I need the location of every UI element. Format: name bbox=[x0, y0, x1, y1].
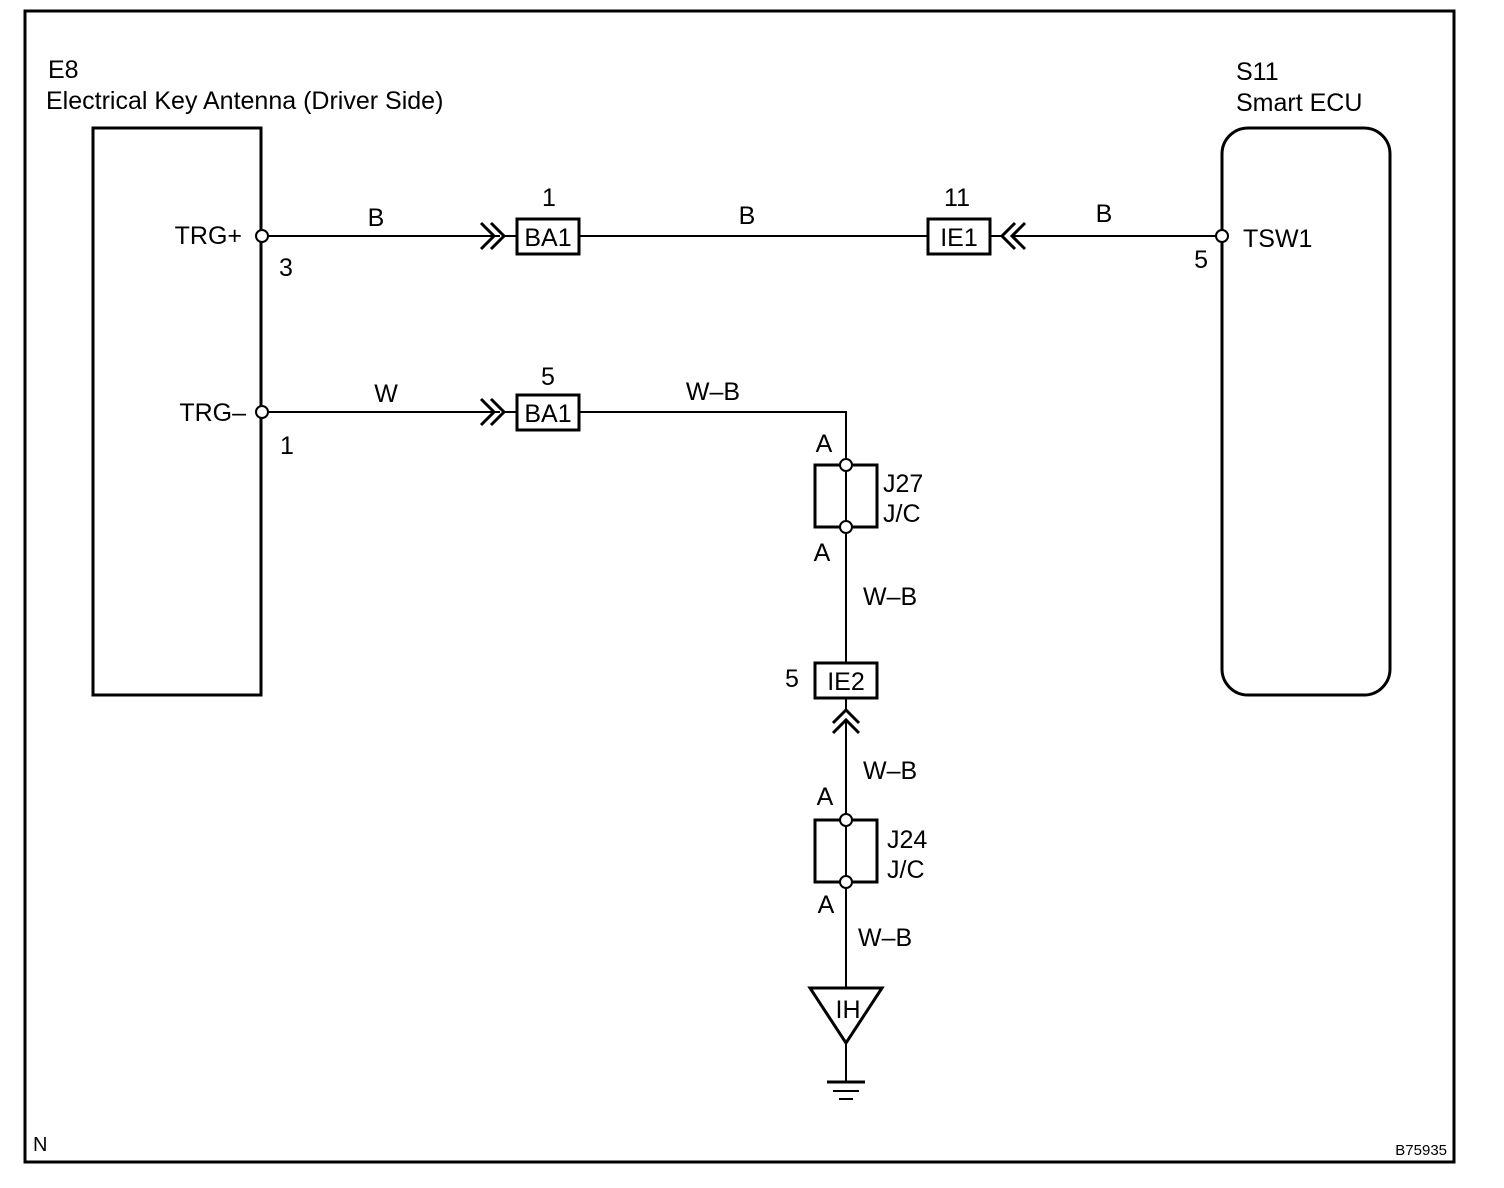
bottom-wire-segment-2 bbox=[579, 411, 847, 465]
vertical-wire-color-3: W–B bbox=[858, 924, 912, 952]
right-component-name: Smart ECU bbox=[1236, 89, 1362, 117]
pin-trg-plus bbox=[255, 229, 269, 243]
junction-j24-bottom-label: A bbox=[818, 891, 835, 919]
pin-tsw1-number: 5 bbox=[1194, 246, 1208, 274]
connector-ba1-top-pin: 1 bbox=[542, 184, 556, 212]
junction-j24-type: J/C bbox=[887, 856, 925, 884]
junction-j27-pin-bottom bbox=[839, 520, 853, 534]
figure-id: B75935 bbox=[1395, 1142, 1447, 1159]
pin-tsw1 bbox=[1215, 229, 1229, 243]
connector-ba1-bottom bbox=[515, 393, 581, 432]
vertical-wire-color-1: W–B bbox=[863, 583, 917, 611]
connector-ba1-bottom-pin: 5 bbox=[541, 363, 555, 391]
vertical-wire-color-2: W–B bbox=[863, 757, 917, 785]
junction-j27-bottom-label: A bbox=[814, 539, 831, 567]
right-component-code: S11 bbox=[1236, 58, 1279, 86]
junction-j27-pin-top bbox=[839, 458, 853, 472]
right-component-box bbox=[1220, 126, 1392, 697]
connector-ie2-label: IE2 bbox=[827, 668, 865, 696]
pin-trg-minus-label: TRG– bbox=[179, 399, 246, 427]
junction-j24-pin-top bbox=[839, 813, 853, 827]
pin-trg-minus bbox=[255, 405, 269, 419]
connector-ie1 bbox=[926, 217, 992, 256]
top-wire-color-3: B bbox=[1096, 200, 1113, 228]
junction-j24-top-label: A bbox=[817, 783, 834, 811]
ground-point-label: IH bbox=[836, 996, 861, 1024]
connector-ie1-pin: 11 bbox=[944, 184, 970, 212]
bottom-wire-color-2: W–B bbox=[686, 378, 740, 406]
junction-j27-type: J/C bbox=[883, 500, 921, 528]
top-wire-color-1: B bbox=[368, 204, 385, 232]
pin-tsw1-label: TSW1 bbox=[1243, 225, 1312, 253]
connector-ie1-label: IE1 bbox=[940, 224, 978, 252]
diagram-frame bbox=[23, 9, 1456, 1164]
ba1-bottom-male-arrow-icon bbox=[479, 397, 497, 427]
ground-point-triangle bbox=[807, 986, 885, 1046]
top-wire-color-2: B bbox=[739, 202, 756, 230]
junction-j24-pin-bottom bbox=[839, 875, 853, 889]
junction-j24-id: J24 bbox=[887, 826, 927, 854]
ba1-top-male-arrow-icon bbox=[479, 221, 497, 251]
pin-trg-plus-number: 3 bbox=[279, 254, 293, 282]
connector-ie2 bbox=[813, 661, 879, 700]
corner-label-left: N bbox=[33, 1134, 47, 1156]
ground-symbol-icon bbox=[827, 1080, 865, 1100]
left-component-box bbox=[91, 126, 263, 697]
junction-j27-top-label: A bbox=[816, 430, 833, 458]
bottom-wire-color-1: W bbox=[374, 380, 398, 408]
connector-ba1-bottom-label: BA1 bbox=[524, 400, 571, 428]
junction-j27-id: J27 bbox=[883, 470, 923, 498]
connector-ba1-top-label: BA1 bbox=[524, 224, 571, 252]
left-component-name: Electrical Key Antenna (Driver Side) bbox=[46, 87, 443, 115]
left-component-code: E8 bbox=[48, 56, 79, 84]
connector-ba1-top bbox=[515, 217, 581, 256]
connector-ie2-pin: 5 bbox=[785, 665, 799, 693]
pin-trg-plus-label: TRG+ bbox=[175, 222, 242, 250]
pin-trg-minus-number: 1 bbox=[280, 432, 294, 460]
